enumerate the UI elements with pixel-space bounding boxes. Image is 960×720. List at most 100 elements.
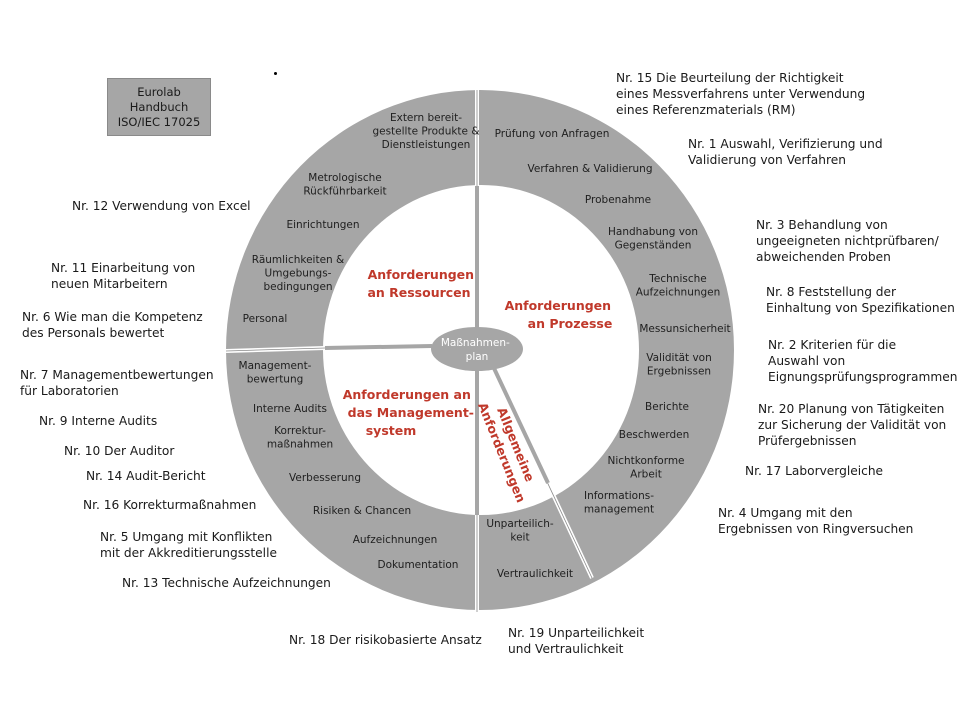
- ring-item-line: bedingungen: [263, 281, 332, 293]
- ring-item-line: Unparteilich-: [486, 518, 554, 530]
- ring-items: Extern bereit-gestellte Produkte &Dienst…: [239, 112, 731, 580]
- ring-item-aufzeichnungen: Aufzeichnungen: [353, 534, 438, 546]
- ring-item-raeumlichkeiten: Räumlichkeiten &Umgebungs-bedingungen: [252, 254, 345, 293]
- ring-item-line: keit: [510, 532, 529, 544]
- ring-item-line: Vertraulichkeit: [497, 568, 573, 580]
- ring-item-managementbewertung: Management-bewertung: [239, 360, 312, 386]
- document-nr16: Nr. 16 Korrekturmaßnahmen: [83, 497, 256, 513]
- document-line: neuen Mitarbeitern: [51, 277, 168, 291]
- document-line: Nr. 14 Audit-Bericht: [86, 469, 206, 483]
- ring-item-line: Validität von: [646, 352, 712, 364]
- ring-item-line: Technische: [648, 273, 706, 285]
- ring-item-verfahren-validierung: Verfahren & Validierung: [528, 163, 653, 175]
- document-line: Nr. 3 Behandlung von: [756, 218, 888, 232]
- ring-item-line: Beschwerden: [619, 429, 690, 441]
- document-line: Auswahl von: [768, 354, 846, 368]
- document-line: Eignungsprüfungsprogrammen: [768, 370, 958, 384]
- document-nr14: Nr. 14 Audit-Bericht: [86, 468, 206, 484]
- ring-item-line: Räumlichkeiten &: [252, 254, 345, 266]
- document-line: Validierung von Verfahren: [688, 153, 846, 167]
- sector-title-prozesse: Anforderungen an Prozesse: [505, 298, 616, 331]
- document-line: Ergebnissen von Ringversuchen: [718, 522, 914, 536]
- document-nr12: Nr. 12 Verwendung von Excel: [72, 198, 251, 214]
- ring-item-line: Nichtkonforme: [607, 455, 684, 467]
- ring-item-line: Rückführbarkeit: [303, 186, 386, 198]
- document-line: des Personals bewertet: [22, 326, 165, 340]
- document-line: Nr. 2 Kriterien für die: [768, 338, 897, 352]
- ring-item-line: Metrologische: [308, 172, 381, 184]
- ring-item-line: Dienstleistungen: [382, 139, 471, 151]
- document-line: Nr. 8 Feststellung der: [766, 285, 897, 299]
- ring-item-line: Gegenständen: [615, 240, 692, 252]
- document-line: Nr. 15 Die Beurteilung der Richtigkeit: [616, 71, 844, 85]
- center-line: Maßnahmen-: [441, 337, 510, 349]
- document-line: Nr. 12 Verwendung von Excel: [72, 199, 251, 213]
- document-nr11: Nr. 11 Einarbeitung von neuen Mitarbeiter…: [51, 260, 195, 292]
- center-label: Maßnahmen- plan: [441, 337, 513, 363]
- ring-item-line: Verfahren & Validierung: [528, 163, 653, 175]
- ring-item-line: Management-: [239, 360, 312, 372]
- logo-line: Handbuch: [129, 100, 189, 114]
- ring-item-risiken: Risiken & Chancen: [313, 505, 411, 517]
- ring-item-line: Informations-: [584, 490, 654, 502]
- ring-item-line: maßnahmen: [267, 439, 333, 451]
- document-line: Nr. 17 Laborvergleiche: [745, 464, 884, 478]
- ring-item-dokumentation: Dokumentation: [378, 559, 459, 571]
- ring-item-verbesserung: Verbesserung: [289, 472, 361, 484]
- ring-item-line: Messunsicherheit: [639, 323, 730, 335]
- document-line: Nr. 16 Korrekturmaßnahmen: [83, 498, 257, 512]
- document-line: Nr. 4 Umgang mit den: [718, 506, 853, 520]
- document-line: mit der Akkreditierungsstelle: [100, 546, 277, 560]
- ring-item-line: Aufzeichnungen: [636, 287, 721, 299]
- document-line: Nr. 13 Technische Aufzeichnungen: [122, 576, 331, 590]
- center-line: plan: [466, 351, 489, 363]
- ring-item-line: Arbeit: [630, 469, 662, 481]
- ring-item-line: bewertung: [247, 374, 304, 386]
- ring-item-line: Extern bereit-: [390, 112, 462, 124]
- ring-item-korrekturmassnahmen: Korrektur-maßnahmen: [267, 425, 333, 451]
- ring-item-line: management: [584, 504, 654, 516]
- eurolab-handbook-box: Eurolab Handbuch ISO/IEC 17025: [107, 78, 211, 136]
- ring-item-messunsicherheit: Messunsicherheit: [639, 323, 730, 335]
- ring-item-line: Probenahme: [585, 194, 651, 206]
- stray-dot: [274, 72, 277, 75]
- ring-item-line: Personal: [243, 313, 288, 325]
- document-nr10: Nr. 10 Der Auditor: [64, 443, 174, 459]
- document-line: Einhaltung von Spezifikationen: [766, 301, 955, 315]
- ring-item-extern: Extern bereit-gestellte Produkte &Dienst…: [372, 112, 479, 151]
- document-line: Nr. 19 Unparteilichkeit: [508, 626, 645, 640]
- ring-item-unparteilichkeit: Unparteilich-keit: [486, 518, 554, 544]
- document-line: Nr. 11 Einarbeitung von: [51, 261, 196, 275]
- ring-item-beschwerden: Beschwerden: [619, 429, 690, 441]
- ring-item-line: Risiken & Chancen: [313, 505, 411, 517]
- ring-item-interne-audits: Interne Audits: [253, 403, 327, 415]
- ring-item-line: Einrichtungen: [286, 219, 359, 231]
- center-ellipse: [431, 327, 523, 371]
- document-line: Nr. 20 Planung von Tätigkeiten: [758, 402, 945, 416]
- ring-item-personal: Personal: [243, 313, 288, 325]
- ring-item-probenahme: Probenahme: [585, 194, 651, 206]
- document-line: abweichenden Proben: [756, 250, 891, 264]
- ring-item-line: Interne Audits: [253, 403, 327, 415]
- document-nr17: Nr. 17 Laborvergleiche: [745, 463, 883, 479]
- document-line: Nr. 9 Interne Audits: [39, 414, 158, 428]
- ring-item-line: Prüfung von Anfragen: [495, 128, 610, 140]
- ring-item-line: Korrektur-: [274, 425, 326, 437]
- ring-item-informationsmanagement: Informations-management: [584, 490, 654, 516]
- document-line: Nr. 1 Auswahl, Verifizierung und: [688, 137, 883, 151]
- sector-title-ressourcen: Anforderungen an Ressourcen: [367, 267, 478, 300]
- outer-ring: [226, 90, 734, 610]
- ring-item-vertraulichkeit: Vertraulichkeit: [497, 568, 573, 580]
